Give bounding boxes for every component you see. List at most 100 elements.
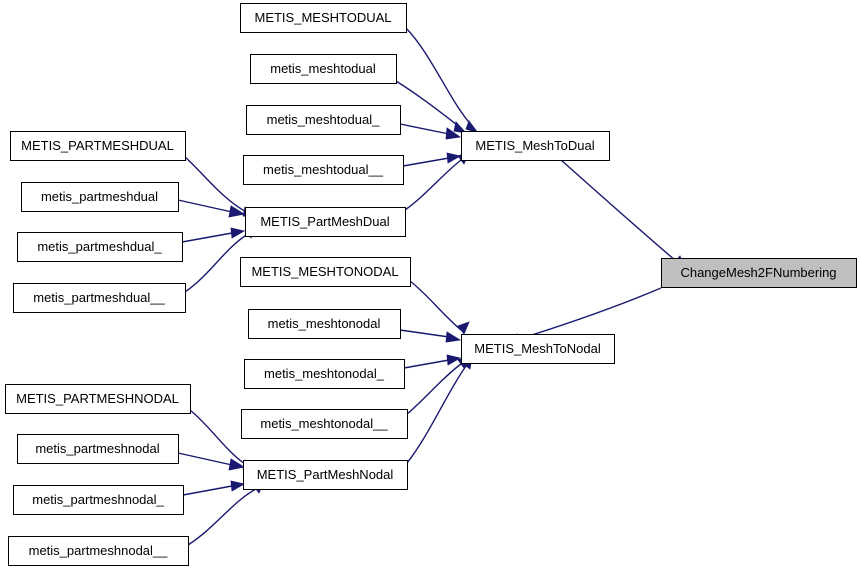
call-edge xyxy=(187,480,265,546)
graph-node-metis-meshtodual-f1[interactable]: metis_meshtodual_ xyxy=(246,105,401,135)
edge-line xyxy=(402,157,450,167)
node-label: METIS_MeshToNodal xyxy=(474,341,601,356)
call-edge xyxy=(395,80,468,134)
edge-line xyxy=(406,363,462,415)
node-label: metis_meshtodual__ xyxy=(263,162,384,177)
arrowhead-icon xyxy=(230,480,246,492)
edge-line xyxy=(409,280,462,331)
graph-node-metis-partmeshdual-upper[interactable]: METIS_PARTMESHDUAL xyxy=(10,131,186,161)
graph-node-metis-partmeshnodal-f2[interactable]: metis_partmeshnodal__ xyxy=(8,536,189,566)
node-label: metis_partmeshdual__ xyxy=(33,290,165,305)
node-label: METIS_PARTMESHNODAL xyxy=(16,391,179,406)
graph-node-metis-meshtodual-c[interactable]: METIS_MeshToDual xyxy=(461,131,610,161)
graph-node-metis-partmeshnodal-c[interactable]: METIS_PartMeshNodal xyxy=(243,460,408,490)
arrowhead-icon xyxy=(446,354,462,366)
node-box[interactable] xyxy=(8,536,189,566)
edge-line xyxy=(399,123,450,135)
node-box[interactable] xyxy=(244,359,405,389)
edge-line xyxy=(399,329,450,338)
graph-node-metis-meshtonodal-upper[interactable]: METIS_MESHTONODAL xyxy=(240,257,411,287)
node-box[interactable] xyxy=(461,334,615,364)
call-edge xyxy=(399,123,462,140)
graph-node-metis-meshtodual-upper[interactable]: METIS_MESHTODUAL xyxy=(240,3,407,33)
node-box[interactable] xyxy=(240,257,411,287)
node-label: METIS_MESHTONODAL xyxy=(251,264,398,279)
call-edge xyxy=(560,159,686,270)
node-box[interactable] xyxy=(21,182,179,212)
graph-node-metis-meshtodual-f[interactable]: metis_meshtodual xyxy=(250,54,397,84)
node-box[interactable] xyxy=(13,283,186,313)
edge-line xyxy=(182,485,233,496)
arrowhead-icon xyxy=(230,227,246,239)
node-label: metis_meshtodual xyxy=(270,61,376,76)
call-edge xyxy=(399,329,462,343)
node-box[interactable] xyxy=(13,485,184,515)
arrowhead-icon xyxy=(446,152,462,164)
node-box[interactable] xyxy=(250,54,397,84)
graph-node-metis-meshtonodal-c[interactable]: METIS_MeshToNodal xyxy=(461,334,615,364)
nodes-layer: METIS_MESHTODUAL metis_meshtodual metis_me… xyxy=(5,3,857,566)
arrowhead-icon xyxy=(445,331,462,343)
edge-line xyxy=(404,159,462,211)
edge-line xyxy=(560,159,677,262)
arrowhead-icon xyxy=(228,458,246,471)
node-box[interactable] xyxy=(240,3,407,33)
call-edge xyxy=(177,199,246,218)
node-box[interactable] xyxy=(17,434,179,464)
node-label: ChangeMesh2FNumbering xyxy=(680,265,836,280)
edge-line xyxy=(189,409,249,467)
node-label: metis_meshtonodal xyxy=(268,316,381,331)
arrowhead-icon xyxy=(445,127,462,140)
graph-node-metis-meshtonodal-f2[interactable]: metis_meshtonodal__ xyxy=(241,409,408,439)
node-box[interactable] xyxy=(17,232,183,262)
node-box[interactable] xyxy=(248,309,401,339)
graph-node-metis-partmeshdual-f[interactable]: metis_partmeshdual xyxy=(21,182,179,212)
graph-node-metis-partmeshnodal-up[interactable]: METIS_PARTMESHNODAL xyxy=(5,384,191,414)
node-label: METIS_MeshToDual xyxy=(475,138,594,153)
node-box[interactable] xyxy=(243,460,408,490)
call-edge xyxy=(409,280,470,335)
node-label: metis_partmeshnodal_ xyxy=(32,492,164,507)
node-box[interactable] xyxy=(10,131,186,161)
call-edge xyxy=(181,227,246,243)
node-box[interactable] xyxy=(5,384,191,414)
edge-line xyxy=(406,365,467,464)
node-box[interactable] xyxy=(241,409,408,439)
edge-line xyxy=(395,80,462,129)
graph-node-metis-meshtonodal-f1[interactable]: metis_meshtonodal_ xyxy=(244,359,405,389)
graph-node-metis-partmeshdual-f2[interactable]: metis_partmeshdual__ xyxy=(13,283,186,313)
graph-node-metis-partmeshnodal-f1[interactable]: metis_partmeshnodal_ xyxy=(13,485,184,515)
graph-node-metis-partmeshnodal-f[interactable]: metis_partmeshnodal xyxy=(17,434,179,464)
node-box[interactable] xyxy=(661,258,857,288)
graph-node-change-mesh2f[interactable]: ChangeMesh2FNumbering xyxy=(661,258,857,288)
edge-line xyxy=(515,287,662,341)
call-edge xyxy=(403,354,462,369)
node-label: METIS_MESHTODUAL xyxy=(254,10,391,25)
graph-node-metis-meshtonodal-f[interactable]: metis_meshtonodal xyxy=(248,309,401,339)
node-label: metis_partmeshdual xyxy=(41,189,158,204)
edge-line xyxy=(184,233,249,293)
node-label: METIS_PartMeshNodal xyxy=(257,467,394,482)
call-edge xyxy=(182,480,246,496)
edge-line xyxy=(405,27,474,128)
node-box[interactable] xyxy=(243,155,404,185)
node-label: metis_meshtodual_ xyxy=(267,112,380,127)
node-box[interactable] xyxy=(246,105,401,135)
call-edge xyxy=(405,27,480,134)
node-box[interactable] xyxy=(461,131,610,161)
node-label: METIS_PARTMESHDUAL xyxy=(21,138,174,153)
edge-line xyxy=(403,359,450,369)
graph-node-metis-partmeshdual-f1[interactable]: metis_partmeshdual_ xyxy=(17,232,183,262)
node-label: metis_partmeshdual_ xyxy=(37,239,162,254)
graph-node-metis-meshtodual-f2[interactable]: metis_meshtodual__ xyxy=(243,155,404,185)
node-label: metis_partmeshnodal__ xyxy=(29,543,169,558)
edges-layer xyxy=(177,27,686,546)
arrowhead-icon xyxy=(457,321,470,335)
node-box[interactable] xyxy=(245,207,406,237)
node-label: metis_meshtonodal_ xyxy=(264,366,385,381)
call-edge xyxy=(406,355,473,464)
call-edge xyxy=(406,355,470,415)
graph-node-metis-partmeshdual-c[interactable]: METIS_PartMeshDual xyxy=(245,207,406,237)
